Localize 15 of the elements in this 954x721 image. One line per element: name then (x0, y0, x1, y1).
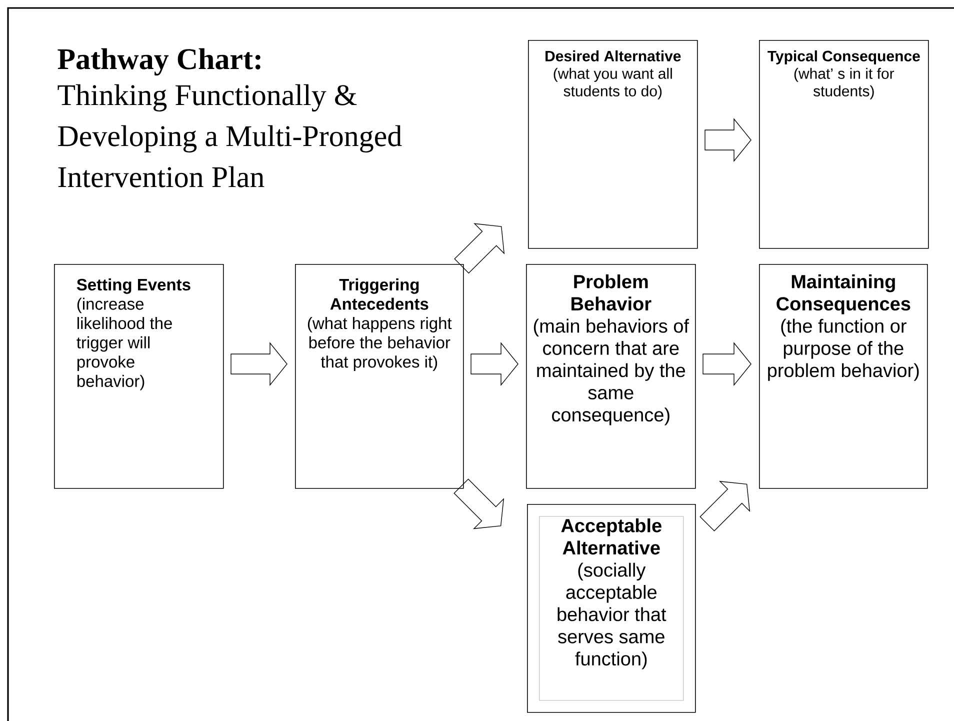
block-arrow (704, 118, 752, 162)
block-arrow (230, 342, 288, 386)
block-arrow (470, 342, 518, 386)
block-arrow (454, 478, 504, 530)
title-text: Pathway Chart: (58, 48, 260, 76)
block-arrow (700, 480, 750, 532)
text-box: Acceptable Alternative (socially acceptable behavior that serves same function) (527, 504, 696, 713)
text-box: Triggering Antecedents (what happens right before the behavior that provokes it) (295, 264, 464, 489)
text-box: Maintaining Consequences (the function or purpose of the problem behavior) (759, 264, 928, 489)
text-box: Setting Events (increase likelihood the trigger will provoke behavior) (54, 264, 224, 489)
text-box: Desired Alternative (what you want all students to do) (528, 40, 698, 249)
text-box: Problem Behavior (main behaviors of concern that are maintained by the same consequence) (526, 264, 696, 489)
subtitle-text: Thinking Functionally & Developing a Multi-Pronged Intervention Plan (58, 84, 402, 188)
text-box: Typical Consequence (what’ s in it for students) (759, 40, 929, 249)
block-arrow (702, 342, 752, 386)
